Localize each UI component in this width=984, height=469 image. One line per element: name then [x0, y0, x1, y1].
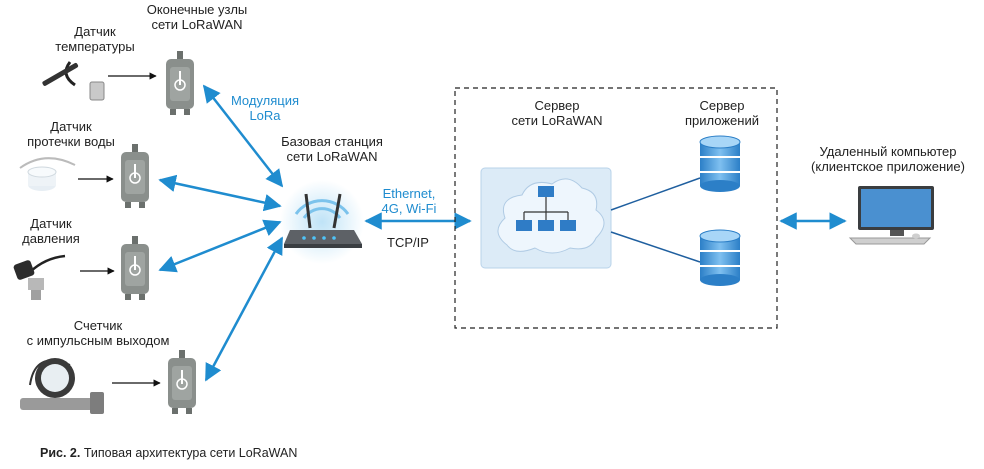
end-node-icon — [165, 50, 195, 116]
figure-caption-text: Типовая архитектура сети LoRaWAN — [80, 446, 298, 460]
figure-caption: Рис. 2. Типовая архитектура сети LoRaWAN — [40, 446, 297, 460]
end-node-icon — [120, 143, 150, 209]
lora-modulation-label: Модуляция LoRa — [230, 93, 300, 123]
base-station-router-icon — [280, 180, 364, 264]
end-node-icon — [167, 349, 197, 415]
protocol-label: TCP/IP — [387, 235, 429, 250]
base-station-label: Базовая станция сети LoRaWAN — [281, 134, 383, 164]
network-server-icon — [480, 167, 612, 269]
network-server-label: Сервер сети LoRaWAN — [511, 98, 603, 128]
application-server-db-icon — [699, 135, 741, 193]
pulse-meter-icon — [20, 358, 104, 414]
application-server-db-icon — [699, 229, 741, 287]
pressure-sensor-icon — [13, 254, 66, 300]
end-nodes-label: Оконечные узлы сети LoRaWAN — [146, 2, 248, 32]
end-node-icon — [120, 235, 150, 301]
pressure-sensor-label: Датчик давления — [22, 216, 80, 246]
backhaul-label: Ethernet, 4G, Wi-Fi — [381, 186, 437, 216]
pulse-meter-label: Счетчик с импульсным выходом — [26, 318, 170, 348]
water-leak-sensor-label: Датчик протечки воды — [27, 119, 115, 149]
temperature-sensor-label: Датчик температуры — [55, 24, 135, 54]
temperature-sensor-icon — [42, 61, 105, 101]
app-server-label: Сервер приложений — [685, 98, 759, 128]
remote-computer-icon — [848, 186, 934, 245]
figure-caption-prefix: Рис. 2. — [40, 446, 81, 460]
remote-computer-label: Удаленный компьютер (клиентское приложен… — [811, 144, 965, 174]
water-leak-sensor-icon — [19, 157, 76, 191]
server-group-frame — [454, 87, 778, 329]
